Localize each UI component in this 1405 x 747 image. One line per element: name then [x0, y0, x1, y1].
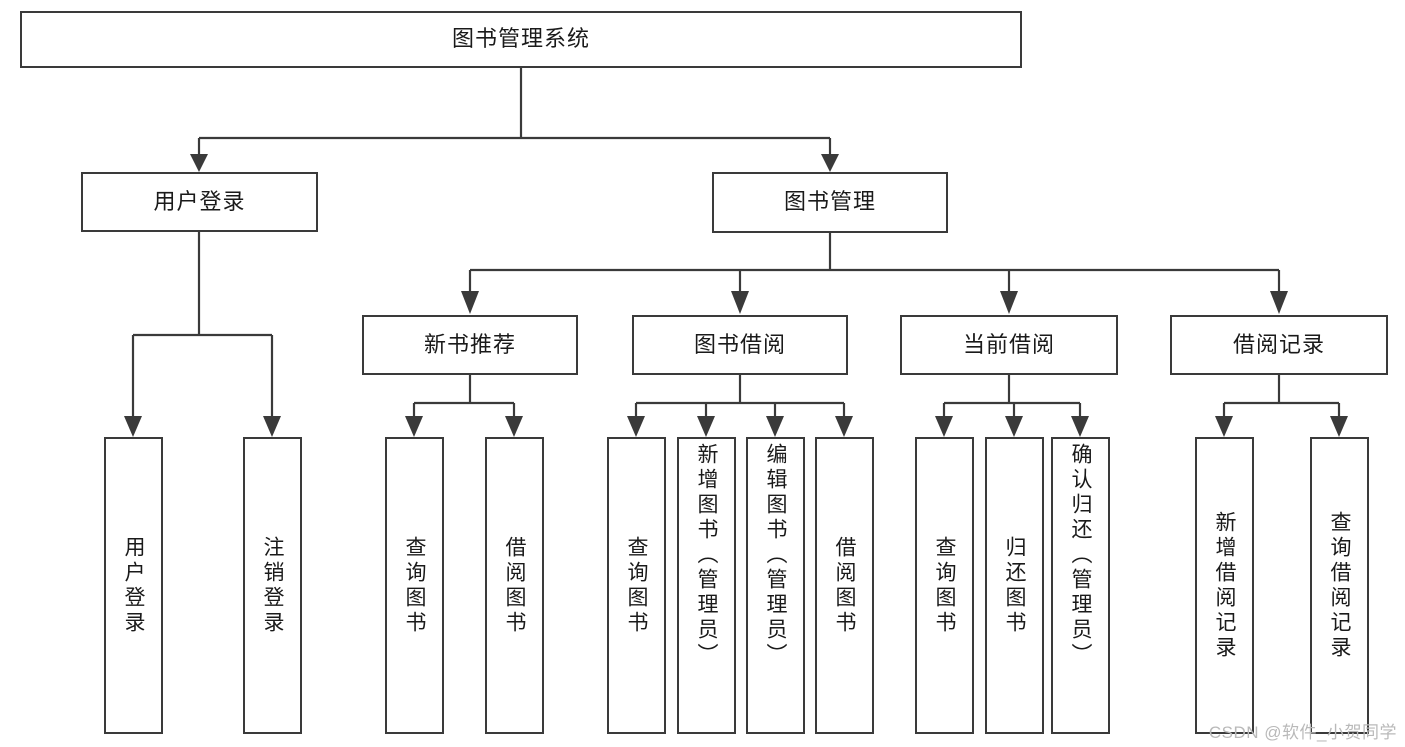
node-label: 归还图书 — [1003, 535, 1026, 636]
node-label: 查询图书 — [625, 535, 648, 636]
node-label: 查询借阅记录 — [1328, 510, 1351, 661]
node-book-management[interactable]: 图书管理 — [712, 172, 948, 233]
watermark-text: CSDN @软件_小贺同学 — [1208, 723, 1397, 742]
node-label: 图书管理系统 — [451, 26, 590, 52]
leaf-current-borrow-confirm-return-admin[interactable]: 确认归还（管理员） — [1051, 437, 1110, 734]
node-borrow-record[interactable]: 借阅记录 — [1170, 315, 1388, 375]
leaf-book-borrow-add-book-admin[interactable]: 新增图书（管理员） — [677, 437, 736, 734]
leaf-book-borrow-query-book[interactable]: 查询图书 — [607, 437, 666, 734]
node-label: 图书管理 — [783, 189, 876, 215]
node-label: 新增图书（管理员） — [695, 443, 718, 668]
leaf-current-borrow-query-book[interactable]: 查询图书 — [915, 437, 974, 734]
node-new-book-recommend[interactable]: 新书推荐 — [362, 315, 578, 375]
node-label: 当前借阅 — [962, 331, 1055, 357]
node-label: 编辑图书（管理员） — [764, 443, 787, 668]
node-user-login[interactable]: 用户登录 — [81, 172, 318, 232]
node-label: 查询图书 — [933, 535, 956, 636]
leaf-user-login-login[interactable]: 用户登录 — [104, 437, 163, 734]
leaf-borrow-record-query-record[interactable]: 查询借阅记录 — [1310, 437, 1369, 734]
node-label: 借阅图书 — [833, 535, 856, 636]
node-label: 新增借阅记录 — [1213, 510, 1236, 661]
leaf-book-borrow-borrow-book[interactable]: 借阅图书 — [815, 437, 874, 734]
node-label: 确认归还（管理员） — [1069, 443, 1092, 668]
leaf-current-borrow-return-book[interactable]: 归还图书 — [985, 437, 1044, 734]
node-label: 借阅图书 — [503, 535, 526, 636]
node-book-borrow[interactable]: 图书借阅 — [632, 315, 848, 375]
node-label: 借阅记录 — [1232, 331, 1325, 357]
leaf-borrow-record-add-record[interactable]: 新增借阅记录 — [1195, 437, 1254, 734]
node-label: 查询图书 — [403, 535, 426, 636]
node-label: 新书推荐 — [423, 331, 516, 357]
leaf-user-login-logout[interactable]: 注销登录 — [243, 437, 302, 734]
node-label: 注销登录 — [261, 535, 284, 636]
leaf-new-book-query-book[interactable]: 查询图书 — [385, 437, 444, 734]
leaf-book-borrow-edit-book-admin[interactable]: 编辑图书（管理员） — [746, 437, 805, 734]
node-label: 用户登录 — [122, 535, 145, 636]
node-label: 图书借阅 — [693, 331, 786, 357]
node-current-borrow[interactable]: 当前借阅 — [900, 315, 1118, 375]
node-label: 用户登录 — [153, 188, 246, 214]
node-root-book-management-system[interactable]: 图书管理系统 — [20, 11, 1022, 68]
leaf-new-book-borrow-book[interactable]: 借阅图书 — [485, 437, 544, 734]
